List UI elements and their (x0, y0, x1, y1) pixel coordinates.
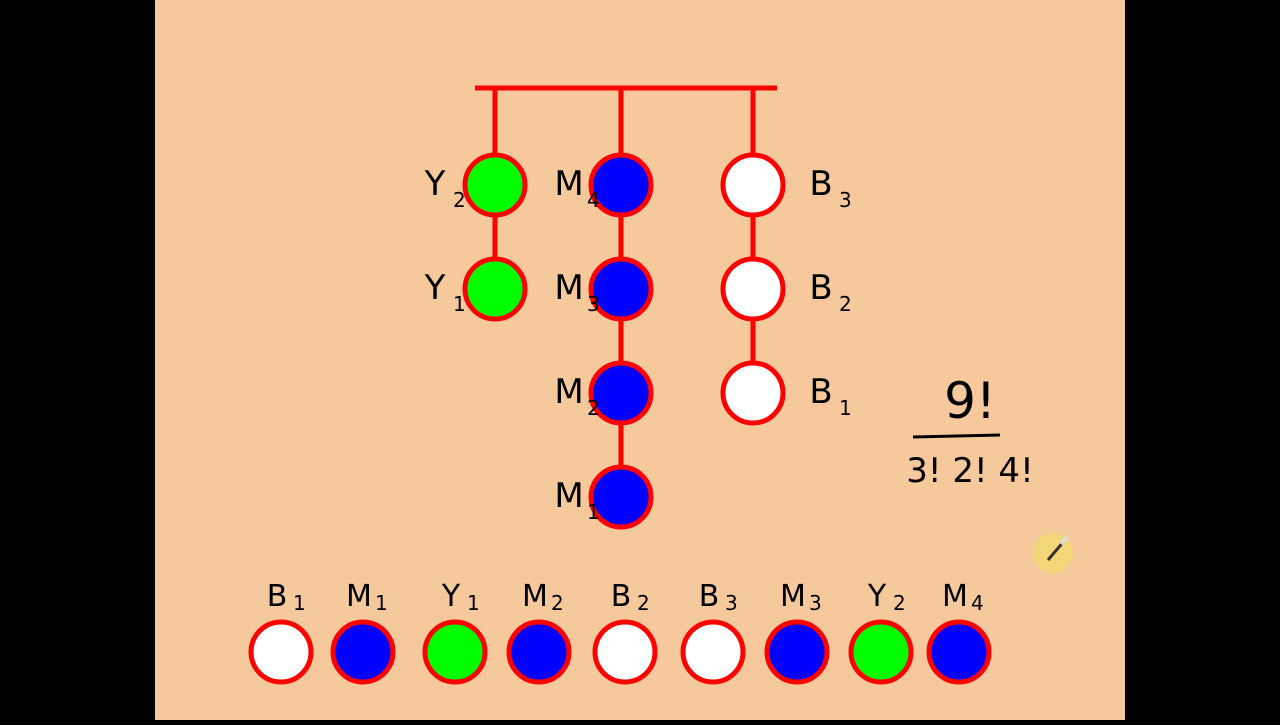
ball-label: B (809, 268, 832, 308)
sequence-ball-circle (506, 619, 572, 685)
ball-label: M (554, 372, 583, 412)
ball-circle (720, 152, 786, 218)
sequence-label: B (611, 579, 632, 614)
sequence-label: M (346, 579, 372, 614)
sequence-label-subscript: 3 (725, 591, 738, 615)
sequence-label: Y (867, 579, 887, 614)
sequence-label: M (942, 579, 968, 614)
sequence-label-subscript: 4 (971, 591, 984, 615)
sequence-label-subscript: 2 (637, 591, 650, 615)
ball-label: Y (424, 164, 446, 204)
sequence-label-subscript: 2 (893, 591, 906, 615)
ball-circle (720, 256, 786, 322)
ball-label: M (554, 268, 583, 308)
sequence-label: M (522, 579, 548, 614)
sequence-ball-circle (330, 619, 396, 685)
sequence-ball-circle (848, 619, 914, 685)
sequence-ball-circle (422, 619, 488, 685)
ball-label-subscript: 2 (587, 396, 600, 420)
sequence-label-subscript: 1 (375, 591, 388, 615)
ball-label-subscript: 1 (587, 500, 600, 524)
fraction-bar (912, 433, 1001, 439)
sequence-label: Y (441, 579, 461, 614)
sequence-label-subscript: 3 (809, 591, 822, 615)
permutation-formula: 9! 3! 2! 4! (906, 372, 1033, 491)
sequence-ball-circle (764, 619, 830, 685)
sequence-ball-circle (680, 619, 746, 685)
sequence-label-subscript: 1 (467, 591, 480, 615)
sequence-ball-circle (592, 619, 658, 685)
ball-label: M (554, 476, 583, 516)
formula-denominator: 3! 2! 4! (906, 451, 1033, 491)
ball-label-subscript: 1 (839, 396, 852, 420)
sequence-label-subscript: 2 (551, 591, 564, 615)
ball-label-subscript: 2 (839, 292, 852, 316)
ball-label: B (809, 164, 832, 204)
ball-circle (720, 360, 786, 426)
sequence-label: M (780, 579, 806, 614)
sequence-ball-circle (926, 619, 992, 685)
ball-label-subscript: 3 (839, 188, 852, 212)
ball-circle (588, 256, 654, 322)
ball-label: Y (424, 268, 446, 308)
ball-label: B (809, 372, 832, 412)
ball-circle (588, 360, 654, 426)
sequence-label: B (267, 579, 288, 614)
sequence-label: B (699, 579, 720, 614)
ball-circle (462, 152, 528, 218)
ball-label-subscript: 1 (453, 292, 466, 316)
pen-cursor-icon (1033, 533, 1073, 573)
ball-circle (588, 152, 654, 218)
ball-label-subscript: 2 (453, 188, 466, 212)
ball-label: M (554, 164, 583, 204)
sequence-label-subscript: 1 (293, 591, 306, 615)
ball-label-subscript: 3 (587, 292, 600, 316)
sequence-ball-circle (248, 619, 314, 685)
ball-label-subscript: 4 (587, 188, 600, 212)
formula-numerator: 9! (944, 372, 996, 430)
ball-circle (588, 464, 654, 530)
ball-circle (462, 256, 528, 322)
